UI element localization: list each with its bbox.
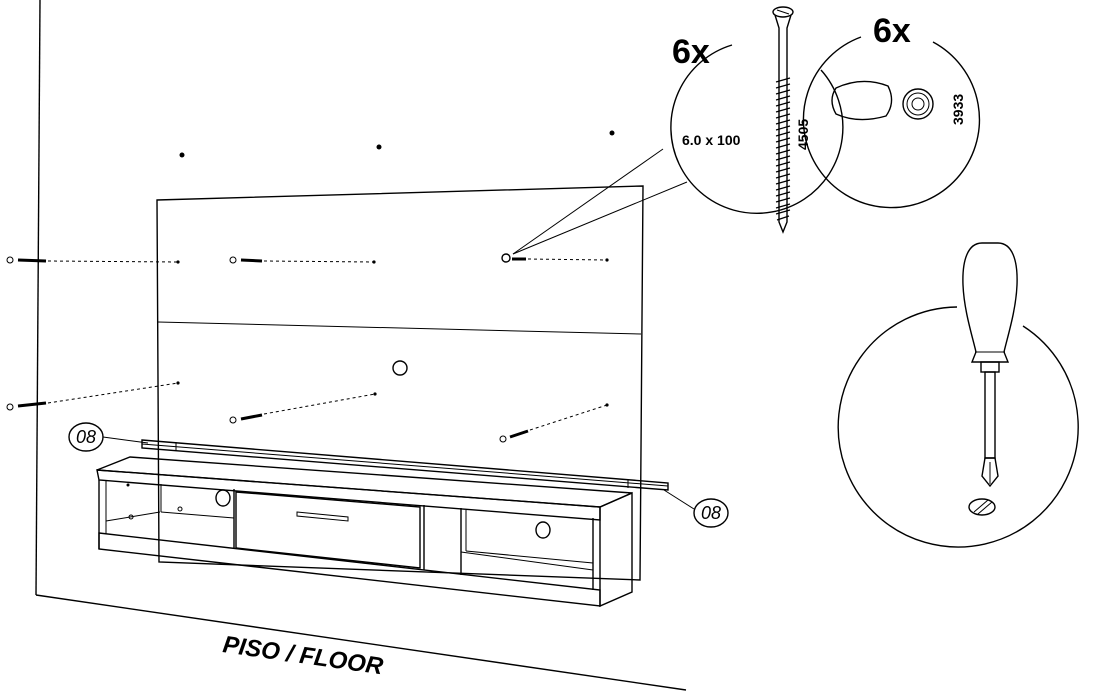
cable-hole xyxy=(392,360,408,376)
washer-icon xyxy=(902,88,934,120)
callout-pointer xyxy=(512,148,688,255)
screw-top-center xyxy=(229,256,376,264)
svg-text:08: 08 xyxy=(76,427,96,447)
screw-bottom-right xyxy=(499,403,609,443)
drill-marks xyxy=(179,130,615,158)
svg-text:08: 08 xyxy=(701,503,721,523)
screw-top-left xyxy=(6,256,180,264)
part-label-right: 08 xyxy=(663,489,729,528)
anchor-quantity: 6x xyxy=(873,12,911,50)
screw-quantity: 6x xyxy=(672,33,710,71)
screw-bottom-center xyxy=(229,392,377,424)
screwdriver-icon xyxy=(962,242,1018,488)
screw-icon xyxy=(772,6,794,234)
wall-anchor-icon xyxy=(831,80,893,121)
back-panel xyxy=(156,185,644,581)
anchor-callout: 6x 3933 xyxy=(802,12,981,209)
screw-size: 6.0 x 100 xyxy=(682,132,741,148)
screw-callout: 6x 6.0 x 100 4505 xyxy=(670,6,844,234)
drawer-handle xyxy=(296,511,349,522)
metal-bar xyxy=(141,439,669,491)
wall xyxy=(35,0,687,691)
mounting-screws xyxy=(6,253,609,443)
screw-bottom-left xyxy=(6,381,180,411)
part-label-left: 08 xyxy=(68,422,149,452)
anchor-code: 3933 xyxy=(950,94,966,125)
screw-top-right xyxy=(501,253,609,263)
screwdriver-callout xyxy=(837,242,1079,548)
floor-label: PISO / FLOOR xyxy=(221,631,385,680)
tv-stand xyxy=(96,456,633,608)
screw-head-icon xyxy=(968,498,996,516)
